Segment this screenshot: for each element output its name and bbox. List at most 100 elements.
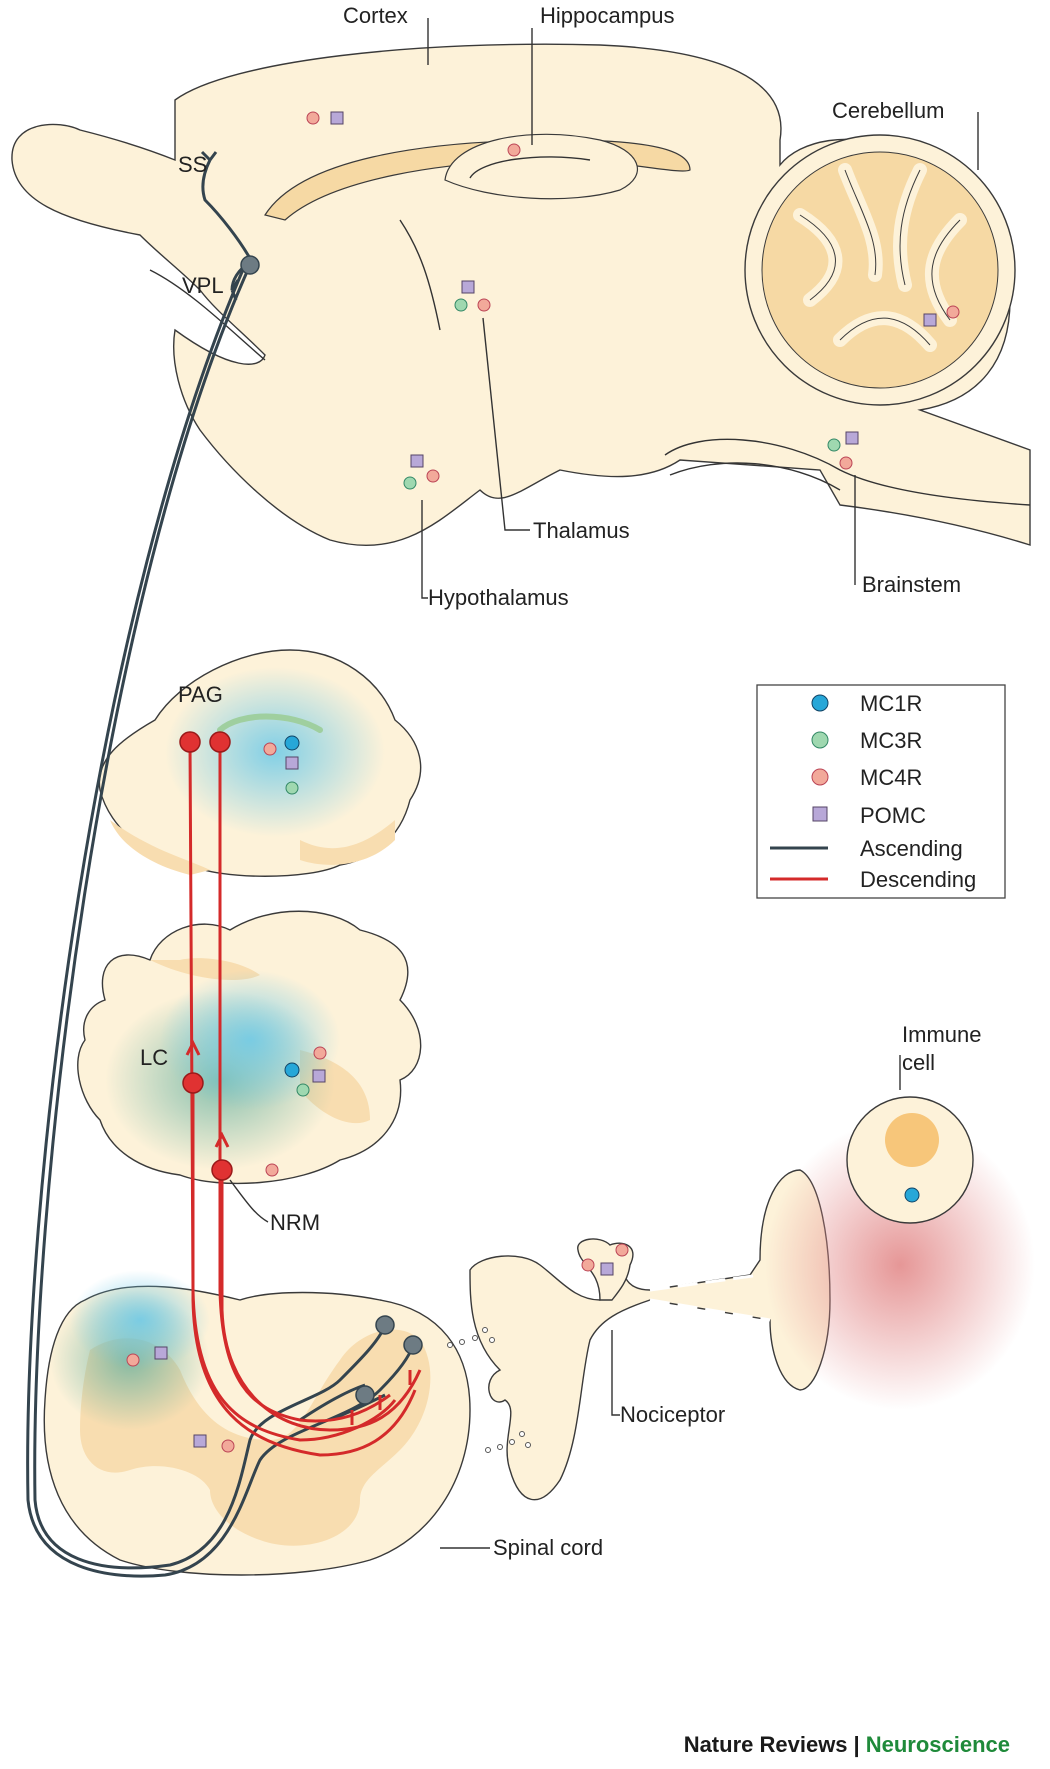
legend-mc3r-label: MC3R	[860, 728, 922, 753]
legend-box	[756, 684, 1006, 899]
descending-pathway	[179, 731, 422, 1457]
mc3r-marker-brainstem	[827, 438, 841, 452]
ss-projection	[201, 159, 254, 263]
mc4r-marker-pag	[263, 742, 277, 756]
pomc-marker-spinal-1	[154, 1346, 168, 1360]
legend-ascending-label: Ascending	[860, 836, 963, 861]
hypothalamus-leader	[421, 500, 428, 599]
label-immune-line1: Immune	[902, 1022, 981, 1047]
pons-fold-2	[669, 462, 841, 491]
pomc-marker-cortex	[330, 111, 344, 125]
label-spinal-cord: Spinal cord	[493, 1535, 603, 1560]
label-pag: PAG	[178, 682, 223, 707]
mc4r-marker-medulla-2	[265, 1163, 279, 1177]
pag-neuron-1	[179, 731, 201, 753]
cerebellum-shape	[744, 134, 1016, 406]
mc4r-marker-cortex	[306, 111, 320, 125]
brain-outline	[11, 43, 1031, 546]
pomc-marker-thalamus	[461, 280, 475, 294]
hippocampus-shape	[444, 133, 638, 200]
label-hippocampus: Hippocampus	[540, 3, 675, 28]
pag-deep-left	[110, 820, 210, 875]
label-vpl: VPL	[182, 273, 224, 298]
credit-subject: Neuroscience	[866, 1732, 1010, 1757]
immune-cell	[846, 1096, 974, 1224]
mc1r-marker-medulla	[284, 1062, 300, 1078]
descending-tract-lc	[191, 1083, 417, 1457]
credit-text: Nature Reviews|Neuroscience	[684, 1732, 1010, 1757]
dorsal-horn-neuron-1	[375, 1315, 395, 1335]
mc4r-marker-brainstem	[839, 456, 853, 470]
pomc-marker-cerebellum	[923, 313, 937, 327]
descending-tract-nrm	[220, 1170, 422, 1432]
nociceptor	[447, 1169, 831, 1501]
hippocampus-inner	[469, 156, 591, 179]
lc-neuron	[182, 1072, 204, 1094]
lc-arrowhead	[185, 1039, 201, 1056]
descending-terminals	[350, 1370, 412, 1425]
mc3r-marker-medulla	[296, 1083, 310, 1097]
label-lc: LC	[140, 1045, 168, 1070]
spinal-cord-section	[43, 1270, 471, 1576]
section-markers	[126, 735, 327, 1453]
pomc-marker-nociceptor	[600, 1262, 614, 1276]
spinal-blue-region	[70, 1270, 210, 1370]
legend: MC1R MC3R MC4R POMC Ascending Descending	[756, 684, 1006, 899]
ss-terminal	[200, 150, 218, 162]
legend-mc4r-label: MC4R	[860, 765, 922, 790]
thalamus-leader	[482, 317, 530, 531]
pag-neuron-2	[209, 731, 231, 753]
pomc-marker-medulla	[312, 1069, 326, 1083]
pons-fold	[664, 438, 1031, 506]
label-cortex: Cortex	[343, 3, 408, 28]
label-cerebellum: Cerebellum	[832, 98, 945, 123]
mc1r-marker-immune	[904, 1187, 920, 1203]
pomc-marker-hypothalamus	[410, 454, 424, 468]
mc3r-marker-hypothalamus	[403, 476, 417, 490]
mc4r-marker-hypothalamus	[426, 469, 440, 483]
legend-pomc-symbol	[812, 806, 828, 822]
legend-mc1r-label: MC1R	[860, 691, 922, 716]
mc3r-marker-pag	[285, 781, 299, 795]
mc4r-marker-hippocampus	[507, 143, 521, 157]
vpl-terminal	[230, 279, 240, 301]
brain-sagittal	[11, 43, 1031, 546]
pomc-marker-spinal-2	[193, 1434, 207, 1448]
nociceptor-leader	[611, 1330, 620, 1416]
credit-line: Nature Reviews|Neuroscience	[684, 1732, 1010, 1757]
synaptic-vesicles	[447, 1327, 531, 1453]
legend-pomc-label: POMC	[860, 803, 926, 828]
legend-descending-label: Descending	[860, 867, 976, 892]
mc4r-marker-nociceptor-1	[581, 1258, 595, 1272]
axon-break	[649, 1273, 771, 1322]
mc4r-marker-medulla-1	[313, 1046, 327, 1060]
mc4r-marker-thalamus	[477, 298, 491, 312]
pomc-marker-pag	[285, 756, 299, 770]
legend-mc1r-symbol	[811, 694, 829, 712]
dorsal-horn-neuron-3	[355, 1385, 375, 1405]
label-brainstem: Brainstem	[862, 572, 961, 597]
ascending-pathway	[26, 150, 423, 1578]
medulla-section	[77, 910, 422, 1185]
mc4r-marker-nociceptor-2	[615, 1243, 629, 1257]
pag-section	[98, 649, 422, 877]
immune-cell-nucleus	[885, 1113, 939, 1167]
vpl-neuron	[240, 255, 260, 275]
mc4r-marker-spinal-1	[126, 1353, 140, 1367]
label-ss: SS	[178, 152, 207, 177]
pomc-marker-brainstem	[845, 431, 859, 445]
label-nrm: NRM	[270, 1210, 320, 1235]
thalamus-line	[399, 219, 441, 331]
label-nociceptor: Nociceptor	[620, 1402, 725, 1427]
mc4r-marker-cerebellum	[946, 305, 960, 319]
label-thalamus: Thalamus	[533, 518, 630, 543]
dorsal-horn-neuron-2	[403, 1335, 423, 1355]
mc4r-marker-spinal-2	[221, 1439, 235, 1453]
inflammation-glow	[765, 1120, 1035, 1410]
nrm-arrowhead	[214, 1131, 230, 1148]
legend-mc3r-symbol	[811, 731, 829, 749]
label-hypothalamus: Hypothalamus	[428, 585, 569, 610]
mc3r-marker-thalamus	[454, 298, 468, 312]
mc1r-marker-pag	[284, 735, 300, 751]
